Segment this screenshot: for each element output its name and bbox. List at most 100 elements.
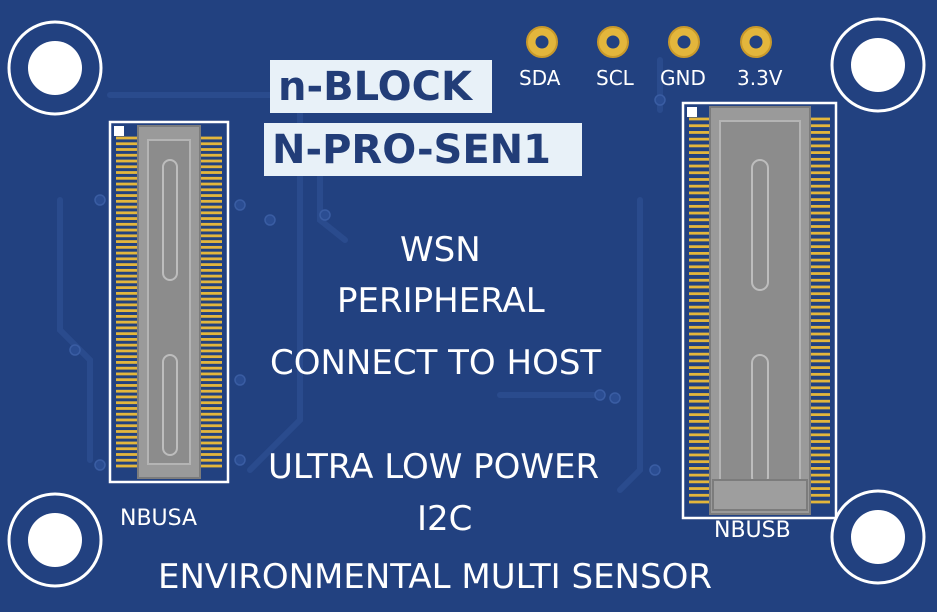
header-pad-hole-1: [606, 35, 620, 49]
connector-a-pin-left-48: [116, 412, 138, 416]
connector-a-pin-left-2: [116, 148, 138, 151]
connector-b-pin-right-18: [810, 238, 830, 242]
connector-b-pin-right-32: [810, 332, 830, 336]
connector-a-pin-right-9: [200, 188, 222, 192]
connector-b-pin-right-51: [810, 460, 830, 464]
connector-b-pin-left-19: [689, 245, 710, 249]
connector-a-pin-left-26: [116, 286, 138, 290]
connector-a-pin-right-33: [200, 326, 222, 330]
label-connect-to-host: CONNECT TO HOST: [270, 343, 602, 383]
connector-b-pin-right-21: [810, 258, 830, 262]
connector-a-pin-right-53: [200, 441, 222, 445]
connector-b-pin-left-7: [689, 164, 710, 168]
connector-b-pin-right-11: [810, 191, 830, 195]
connector-a-pin-right-50: [200, 424, 222, 428]
connector-b-pin-left-54: [689, 480, 710, 484]
via-10: [234, 454, 246, 466]
connector-b-pin-right-17: [810, 231, 830, 235]
connector-b-pin-right-25: [810, 285, 830, 289]
connector-a-pin-right-18: [200, 240, 222, 243]
connector-b-pin-left-9: [689, 178, 710, 181]
connector-b-pin-left-21: [689, 258, 710, 262]
pin-label-scl: SCL: [596, 66, 634, 90]
connector-a-pin-right-36: [200, 343, 222, 347]
connector-a-pin-left-27: [116, 291, 138, 295]
connector-b-pin-right-47: [810, 433, 830, 437]
connector-b-pin-right-49: [810, 446, 830, 450]
connector-a-pin-right-51: [200, 430, 222, 433]
connector-b-pin-left-4: [689, 144, 710, 148]
via-5: [319, 209, 331, 221]
connector-b-pin-left-23: [689, 272, 710, 275]
connector-a-pin-right-3: [200, 153, 222, 157]
connector-a-pin1-marker: [114, 126, 124, 136]
connector-b-pin-right-38: [810, 372, 830, 376]
connector-a-pin-left-30: [116, 309, 138, 313]
connector-a-pin-left-13: [116, 211, 138, 215]
connector-b-pin-left-27: [689, 299, 710, 302]
connector-a-pin-right-47: [200, 407, 222, 410]
connector-a-slot-bottom: [162, 354, 178, 456]
connector-b-pin-right-50: [810, 453, 830, 457]
connector-b-pin-left-47: [689, 433, 710, 437]
connector-b-outline: [681, 101, 838, 520]
connector-b-pin-left-39: [689, 379, 710, 383]
connector-a-pin-left-34: [116, 332, 138, 336]
connector-b-pin-left-49: [689, 446, 710, 450]
connector-b-pin-left-41: [689, 393, 710, 396]
connector-a-pin-right-12: [200, 205, 222, 209]
connector-a-pin-left-31: [116, 314, 138, 318]
connector-a-pin-right-49: [200, 418, 222, 422]
connector-a-pin-left-53: [116, 441, 138, 445]
connector-b-pin-left-33: [689, 339, 710, 343]
connector-b-pin-right-15: [810, 218, 830, 222]
connector-b-pin-left-52: [689, 467, 710, 470]
via-6: [609, 392, 621, 404]
connector-a-pin-right-52: [200, 435, 222, 439]
connector-b-pin-left-46: [689, 426, 710, 430]
connector-a-pin-left-11: [116, 199, 138, 203]
connector-a-pin-right-43: [200, 384, 222, 387]
connector-a-pin-right-29: [200, 303, 222, 307]
pin-label-sda: SDA: [519, 66, 561, 90]
header-pad-hole-3: [749, 35, 763, 49]
via-9: [594, 389, 606, 401]
connector-a-pin-left-23: [116, 268, 138, 272]
connector-b-pin-left-36: [689, 359, 710, 363]
connector-a-pin-left-15: [116, 222, 138, 226]
connector-a-body-inner: [147, 139, 191, 465]
connector-b-pin-left-3: [689, 137, 710, 141]
connector-b-pin-left-2: [689, 131, 710, 134]
connector-a-pin-right-56: [200, 458, 222, 462]
connector-a-pin-right-54: [200, 447, 222, 451]
connector-a-pin-left-29: [116, 303, 138, 307]
connector-a-pin-left-4: [116, 159, 138, 163]
connector-b-pin-right-8: [810, 171, 830, 175]
connector-b-pin-right-26: [810, 292, 830, 296]
connector-b-slot-top: [751, 159, 769, 291]
connector-a-pin-right-31: [200, 314, 222, 318]
connector-a-pin-right-42: [200, 378, 222, 382]
connector-a-pin-right-8: [200, 182, 222, 186]
header-pad-hole-2: [677, 35, 691, 49]
connector-b-pin-right-14: [810, 211, 830, 215]
label-i2c: I2C: [417, 499, 473, 539]
connector-a-label: NBUSA: [120, 506, 198, 531]
connector-a-pin-left-43: [116, 384, 138, 387]
connector-b-pin-left-38: [689, 372, 710, 376]
connector-a-pin-left-22: [116, 263, 138, 266]
connector-b-body-inner: [719, 120, 801, 501]
connector-a-pin-left-36: [116, 343, 138, 347]
connector-b-pin1-marker: [687, 107, 697, 117]
connector-a-pin-left-51: [116, 430, 138, 433]
connector-a-pin-left-37: [116, 349, 138, 353]
connector-a-pin-right-55: [200, 453, 222, 456]
connector-a-pin-left-12: [116, 205, 138, 209]
connector-a-pin-left-8: [116, 182, 138, 186]
connector-a-pin-left-41: [116, 372, 138, 376]
connector-a-pin-right-57: [200, 464, 222, 468]
connector-a-pin-right-46: [200, 401, 222, 405]
connector-b-pin-left-34: [689, 346, 710, 349]
connector-a-pin-right-22: [200, 263, 222, 266]
connector-a-pin-right-40: [200, 366, 222, 370]
